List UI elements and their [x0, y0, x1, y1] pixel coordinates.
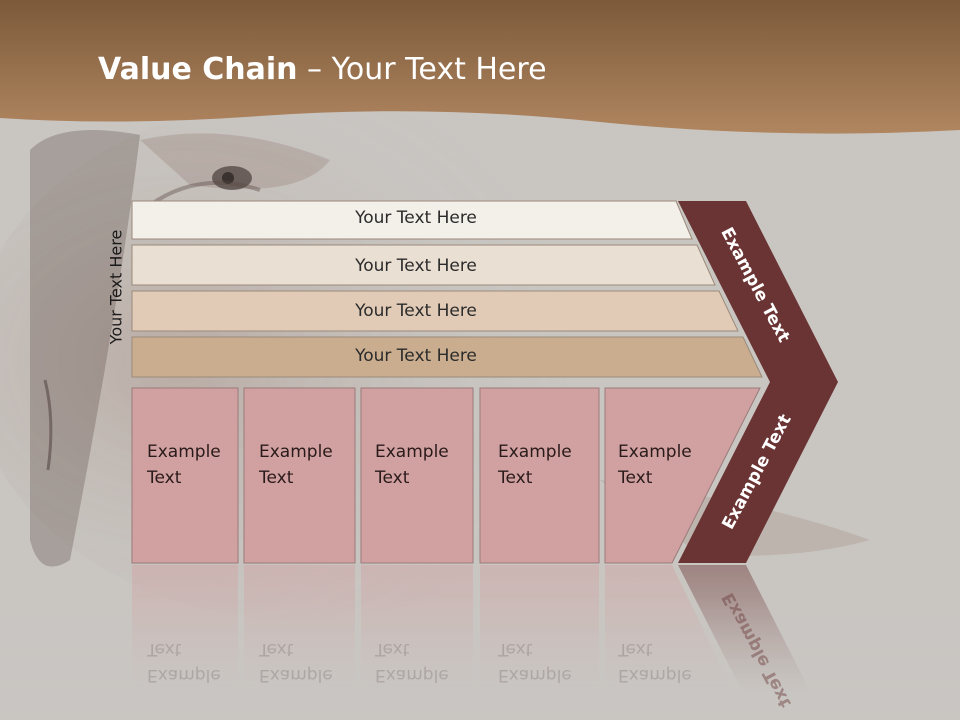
cell-label-1: Example Text: [147, 442, 221, 488]
row-label-4: Your Text Here: [355, 346, 477, 366]
row-shape-2: [131, 244, 716, 286]
cell-reflection-4: Example Text: [498, 639, 572, 685]
cell-reflection-3: Example Text: [375, 639, 449, 685]
row-shape-1: [131, 200, 693, 240]
row-label-3: Your Text Here: [355, 301, 477, 321]
header-band: [0, 0, 960, 134]
cell-label-3: Example Text: [375, 442, 449, 488]
row-shape-3: [131, 290, 739, 332]
cell-label-5: Example Text: [618, 442, 692, 488]
row-shape-4: [131, 336, 763, 378]
cell-shape-3: [360, 387, 474, 564]
cell-label-4: Example Text: [498, 442, 572, 488]
cell-shape-2: [243, 387, 356, 564]
cell-shape-4: [479, 387, 600, 564]
row-label-2: Your Text Here: [355, 256, 477, 276]
title-rest: – Your Text Here: [297, 52, 547, 87]
cell-label-2: Example Text: [259, 442, 333, 488]
slide-title: Value Chain – Your Text Here: [98, 52, 547, 87]
chevron-shape: [678, 201, 838, 563]
row-label-1: Your Text Here: [355, 208, 477, 228]
cell-shape-5: [604, 387, 761, 564]
cell-reflection-5: Example Text: [618, 639, 692, 685]
cell-shape-1: [131, 387, 239, 564]
cell-reflection-1: Example Text: [147, 639, 221, 685]
side-label: Your Text Here: [106, 229, 126, 345]
title-bold: Value Chain: [98, 52, 298, 87]
cell-reflection-2: Example Text: [259, 639, 333, 685]
